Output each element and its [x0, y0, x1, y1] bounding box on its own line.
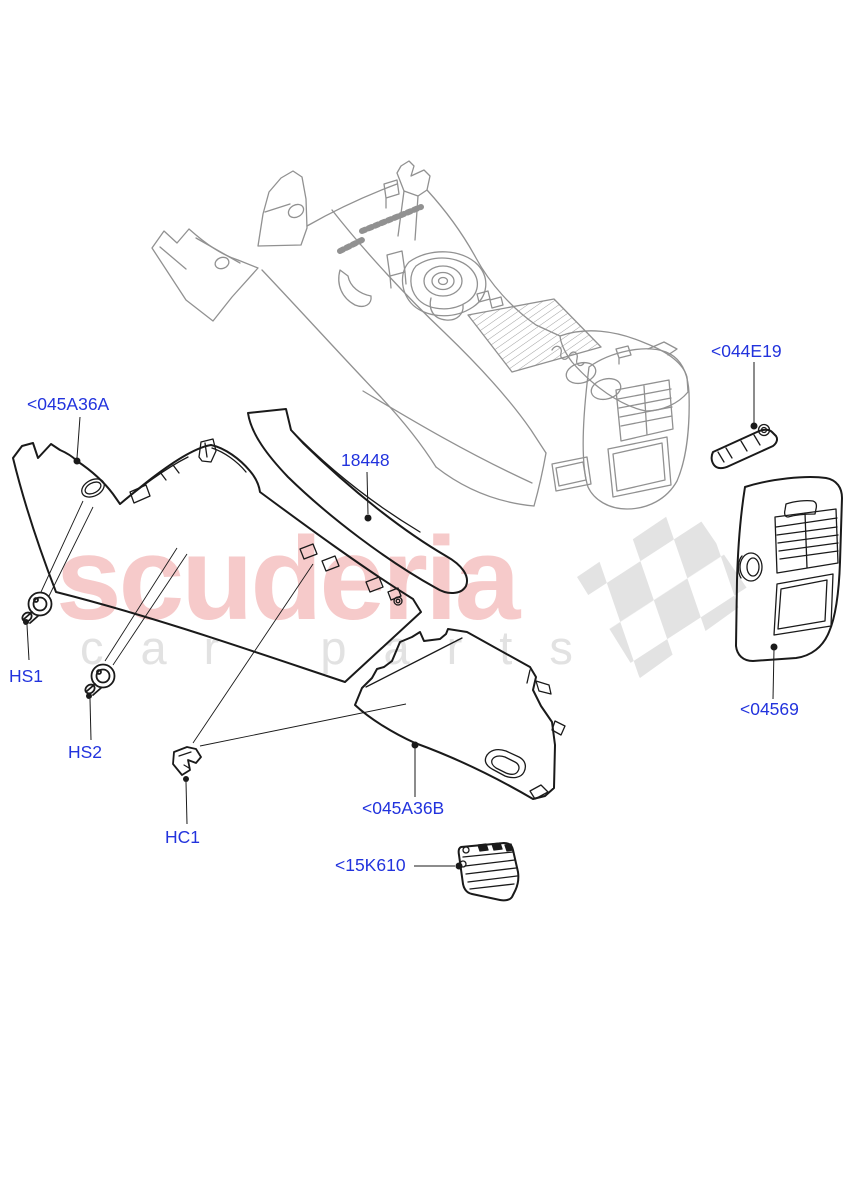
- part-label-045A36B[interactable]: <045A36B: [362, 798, 445, 818]
- part-label-044E19[interactable]: <044E19: [711, 341, 782, 361]
- watermark: scuderia car parts: [56, 502, 753, 678]
- panel-045A36A-drawing: [12, 438, 422, 683]
- watermark-subtext: car parts: [80, 621, 610, 674]
- bracket-044E19-drawing: [710, 423, 778, 470]
- panel-045A36B-drawing: [354, 628, 566, 800]
- watermark-brand-text: scuderia: [56, 513, 522, 645]
- part-label-15K610[interactable]: <15K610: [335, 855, 406, 875]
- trim-strip-18448-drawing: [247, 408, 468, 606]
- part-label-045A36A[interactable]: <045A36A: [27, 394, 110, 414]
- part-label-HC1[interactable]: HC1: [165, 827, 201, 847]
- console-assembly-drawing: [151, 160, 690, 510]
- screw-HS1-drawing: [21, 591, 53, 624]
- part-label-HS1[interactable]: HS1: [9, 666, 44, 686]
- rear-vent-panel-04569-drawing: [735, 476, 843, 662]
- screw-HS2-drawing: [84, 663, 116, 696]
- leader-lines: [23, 362, 778, 870]
- part-label-18448[interactable]: 18448: [341, 450, 390, 470]
- clip-HC1-drawing: [172, 746, 202, 776]
- part-label-HS2[interactable]: HS2: [68, 742, 103, 762]
- vent-grille-15K610-drawing: [457, 842, 520, 902]
- part-label-04569[interactable]: <04569: [740, 699, 799, 719]
- checkered-flag-graphic: [577, 502, 753, 678]
